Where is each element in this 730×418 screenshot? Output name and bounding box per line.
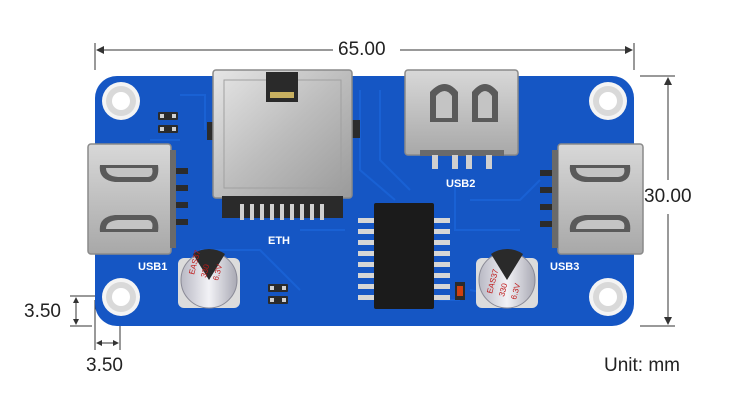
usb1-label: USB1 — [138, 261, 167, 273]
capacitor-left-text-3: 6.3V — [211, 263, 224, 282]
eth-label: ETH — [268, 235, 290, 247]
ic-chip-pins — [358, 218, 450, 300]
eth-pins — [240, 204, 324, 220]
mounting-hole-bottom-left — [102, 278, 140, 316]
mounting-hole-top-right — [589, 82, 627, 120]
width-dimension-line — [94, 43, 635, 70]
smd-components — [158, 112, 554, 304]
height-dimension-value: 30.00 — [644, 186, 692, 207]
usb3-label: USB3 — [550, 261, 579, 273]
mounting-hole-bottom-right — [589, 278, 627, 316]
unit-label: Unit: mm — [604, 355, 680, 376]
capacitor-left: EAS37 330 6.3V — [178, 249, 240, 309]
mounting-hole-top-left — [102, 82, 140, 120]
usb1-connector — [87, 143, 176, 255]
usb3-connector — [552, 143, 644, 255]
capacitor-right-text-3: 6.3V — [509, 282, 522, 301]
capacitor-right-text-2: 330 — [497, 282, 509, 298]
usb2-connector — [404, 69, 519, 169]
capacitor-left-text-2: 330 — [199, 263, 211, 279]
ic-chip — [374, 203, 434, 309]
hole-offset-vertical-value: 3.50 — [24, 301, 61, 322]
usb2-label: USB2 — [446, 178, 475, 190]
eth-connector — [212, 69, 353, 218]
capacitor-right: EAS37 330 6.3V — [476, 248, 538, 309]
hole-offset-horizontal-value: 3.50 — [86, 355, 123, 376]
height-dimension-line — [640, 75, 675, 327]
width-dimension-value: 65.00 — [338, 39, 386, 60]
